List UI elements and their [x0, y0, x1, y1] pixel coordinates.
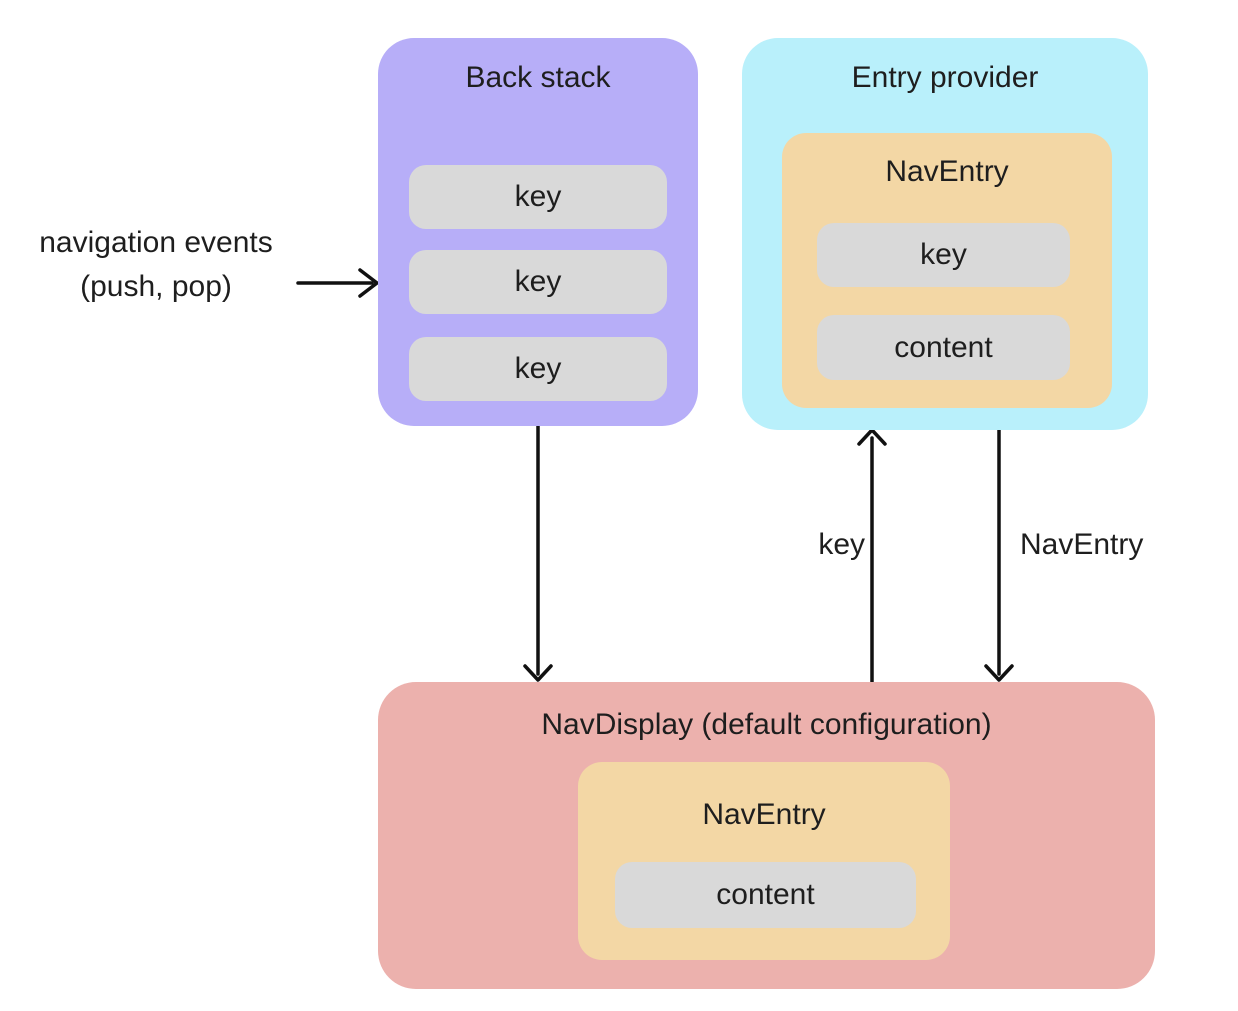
- back-stack-key-pill: key: [409, 250, 667, 314]
- naventry-edge-label: NavEntry: [1020, 528, 1144, 561]
- nav-display-naventry-title: NavEntry: [702, 798, 826, 831]
- nav-display-box: NavDisplay (default configuration) NavEn…: [378, 682, 1155, 989]
- back-stack-key-pill: key: [409, 337, 667, 401]
- entry-provider-key-pill: key: [817, 223, 1070, 287]
- key-edge-label: key: [818, 528, 865, 561]
- navigation-events-label-line1: navigation events: [39, 226, 273, 259]
- back-stack-key-pill: key: [409, 165, 667, 229]
- entry-provider-content-pill: content: [817, 315, 1070, 380]
- navigation-events-arrow: [296, 268, 379, 298]
- nav-display-content-pill: content: [615, 862, 916, 928]
- navigation-events-label-line2: (push, pop): [80, 270, 232, 303]
- back-stack-box: Back stack key key key: [378, 38, 698, 426]
- backstack-to-navdisplay-arrow: [523, 424, 553, 682]
- naventry-down-arrow: [984, 428, 1014, 682]
- entry-provider-naventry-title: NavEntry: [885, 155, 1009, 188]
- back-stack-title: Back stack: [465, 61, 611, 94]
- navigation-events-label: navigation events (push, pop): [10, 221, 302, 309]
- entry-provider-title: Entry provider: [851, 61, 1039, 94]
- nav-display-naventry-box: NavEntry content: [578, 762, 950, 960]
- nav-display-title: NavDisplay (default configuration): [541, 708, 992, 741]
- entry-provider-naventry-box: NavEntry key content: [782, 133, 1112, 408]
- entry-provider-box: Entry provider NavEntry key content: [742, 38, 1148, 430]
